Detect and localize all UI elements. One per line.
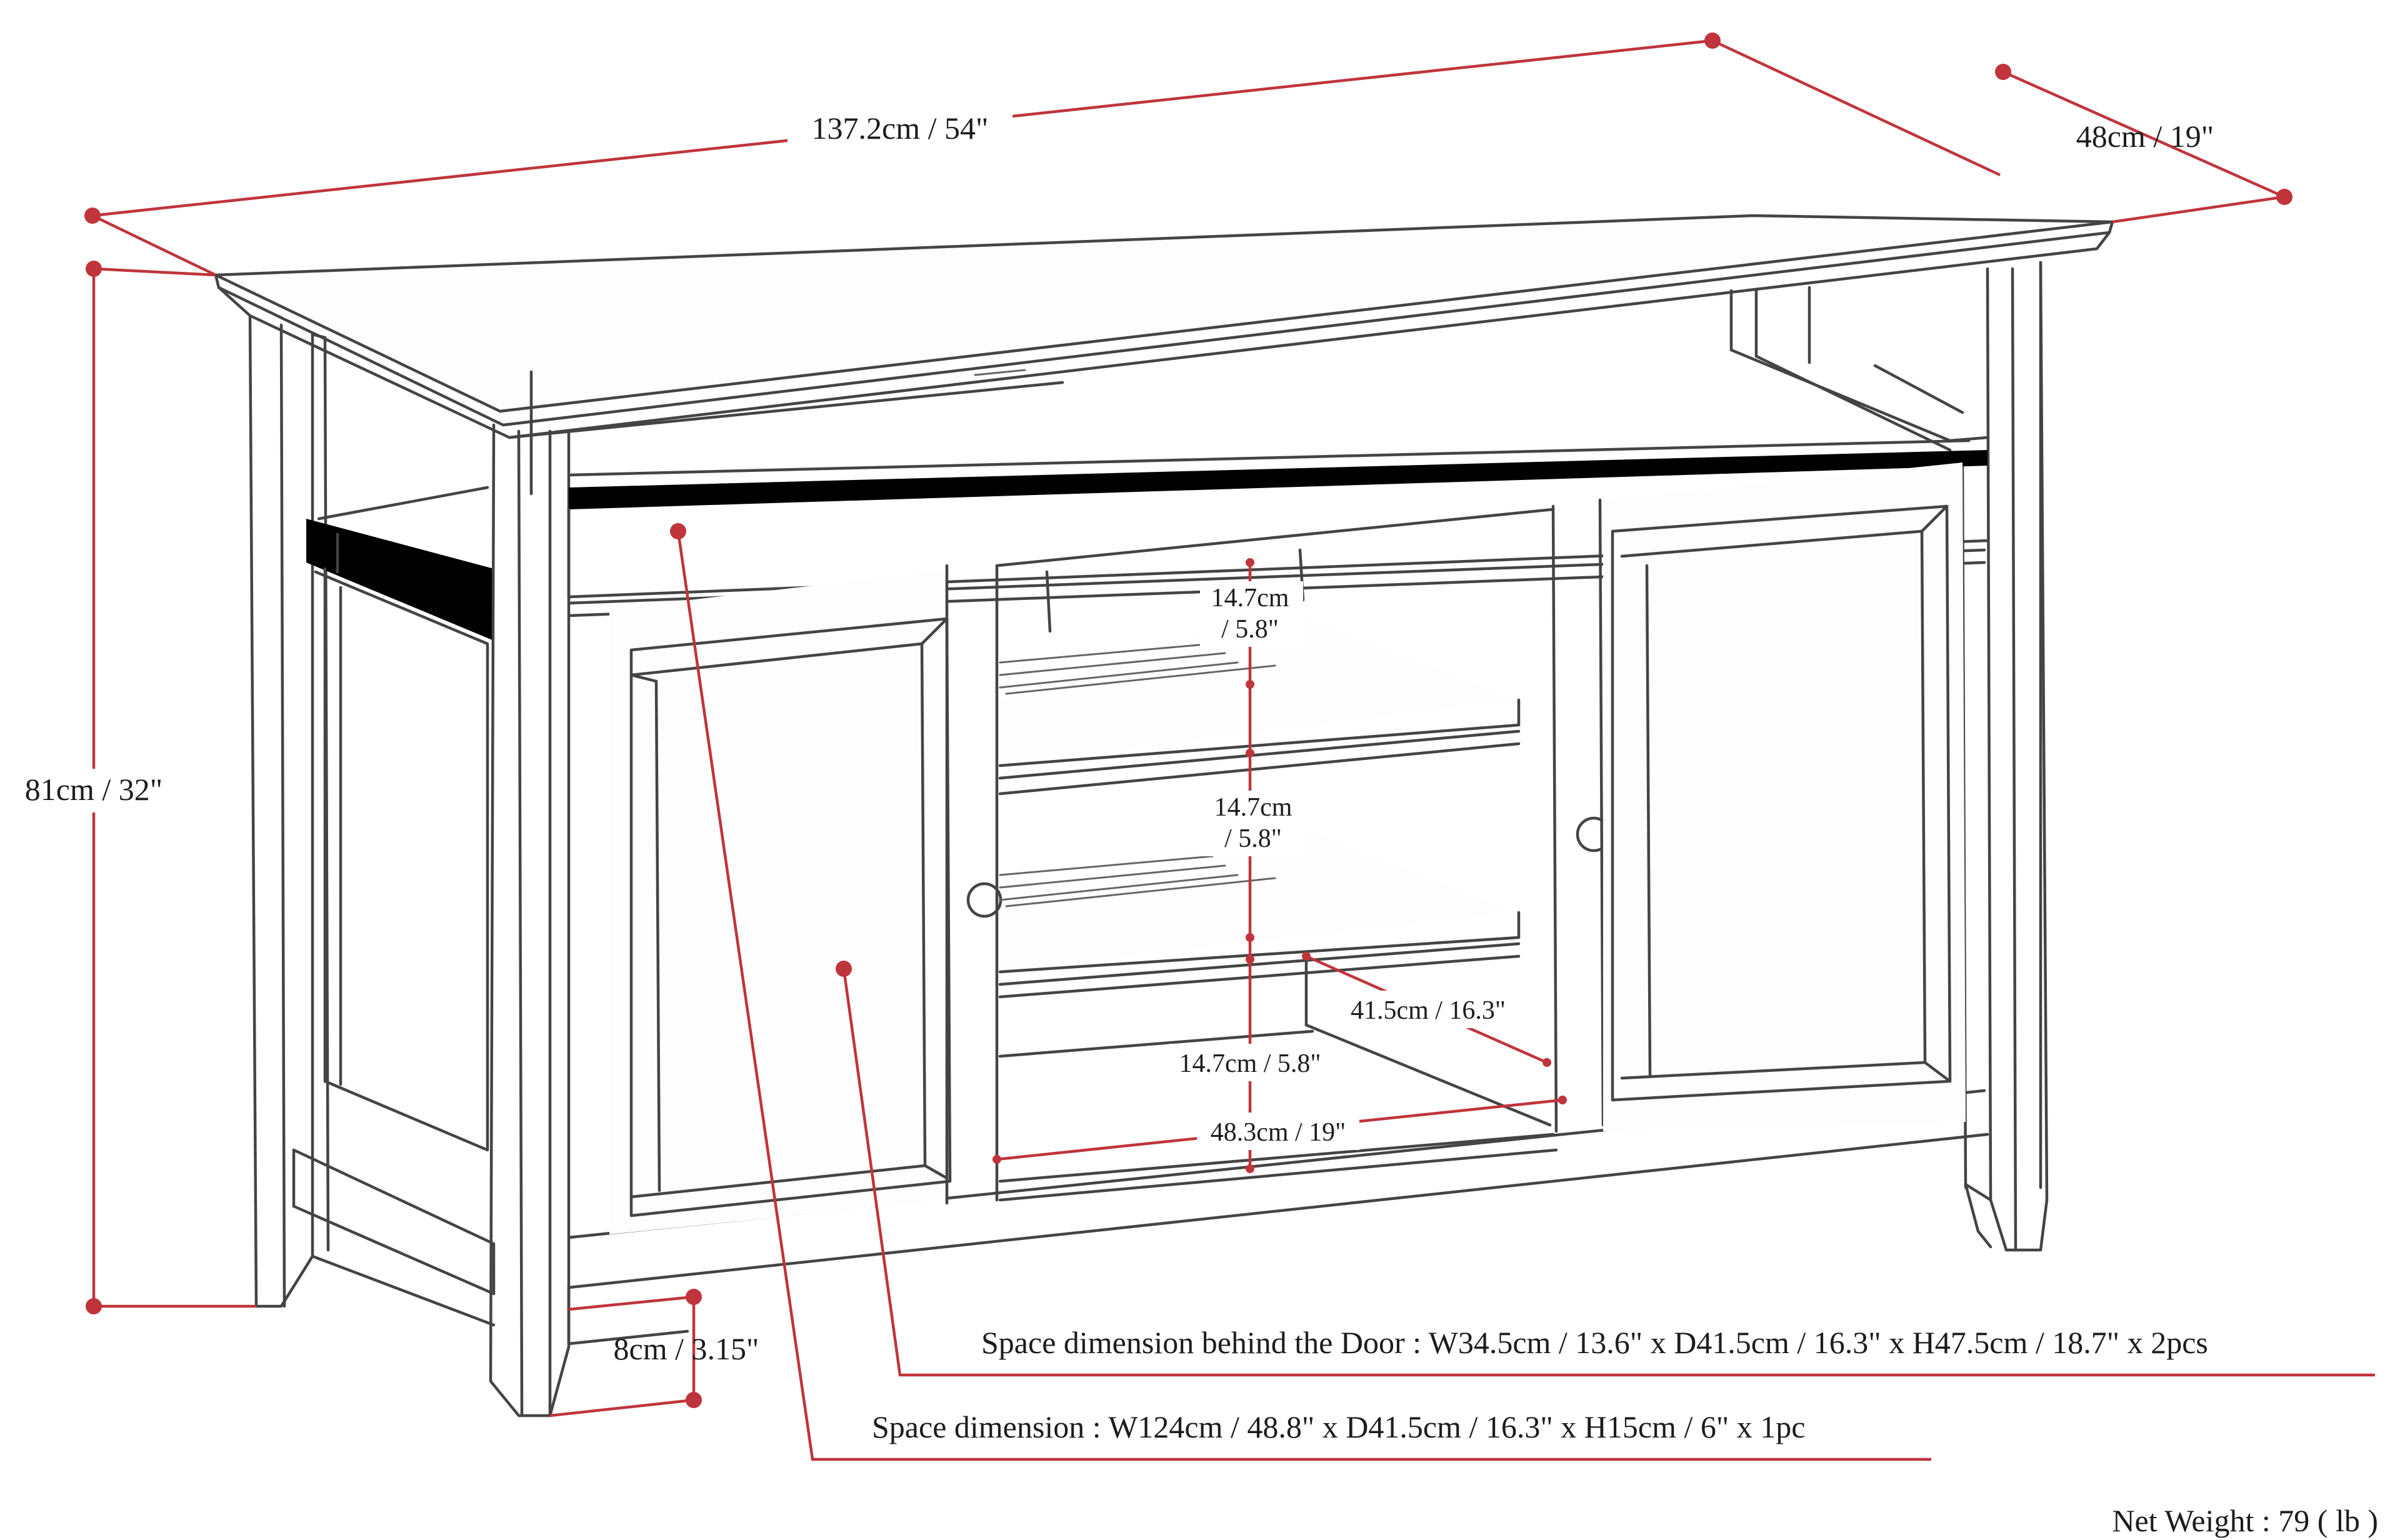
extension-line (549, 1398, 694, 1418)
shelf-gap-top-label-line2: / 5.8" (1221, 615, 1279, 644)
leg-height-label: 8cm / 3.15" (614, 1331, 759, 1366)
dimension-tick (1246, 749, 1254, 758)
door-space-note: Space dimension behind the Door : W34.5c… (981, 1325, 2208, 1360)
door-space-leader (842, 968, 2375, 1377)
left-door (609, 570, 952, 1234)
tv-stand-drawing (214, 214, 2114, 1418)
left-front-post (489, 423, 571, 1418)
shelf-depth-label: 41.5cm / 16.3" (1351, 996, 1506, 1025)
dimension-tick (1246, 680, 1254, 689)
overall-depth-label: 48cm / 19" (2076, 119, 2214, 154)
open-space-leader (676, 531, 1931, 1461)
right-front-post (1961, 261, 2049, 1252)
right-door (1603, 462, 1966, 1131)
dimension-tick (1558, 1096, 1567, 1104)
net-weight-note: Net Weight : 79 ( lb ) (2112, 1503, 2378, 1538)
extension-line (2112, 195, 2285, 224)
callout-dot (836, 961, 852, 977)
center-left-post (945, 564, 1002, 1205)
right-back-rail (1729, 286, 1989, 452)
dimension-tick (992, 1155, 1001, 1164)
dimension-tick (1246, 955, 1254, 964)
open-space-note: Space dimension : W124cm / 48.8" x D41.5… (872, 1409, 1805, 1444)
notes: Space dimension behind the Door : W34.5c… (872, 1325, 2378, 1538)
dimension-tick (1542, 1058, 1551, 1067)
dimension-tick (1246, 558, 1254, 567)
center-right-post (1551, 498, 1612, 1133)
center-open-cabinet (995, 508, 1558, 1202)
top-slab (214, 214, 2114, 439)
dimension-tick (1246, 933, 1254, 942)
depth-dimension-line (2002, 70, 2285, 199)
overall-width-label: 137.2cm / 54" (812, 111, 989, 146)
extension-line (92, 214, 216, 277)
dimension-tick (1302, 952, 1311, 961)
dimension-endpoint (1995, 64, 2011, 80)
extension-line (1712, 39, 2001, 177)
shelf-gap-middle-label-line1: 14.7cm (1214, 793, 1292, 822)
dimension-tick (1246, 1164, 1254, 1173)
shelf-gap-top-label-line1: 14.7cm (1211, 584, 1289, 612)
left-side-panel (248, 314, 496, 1327)
dimension-labels: 137.2cm / 54" 48cm / 19" 81cm / 32" 8cm … (12, 106, 2214, 1366)
shelf-gap-middle-label-line2: / 5.8" (1224, 824, 1282, 853)
extension-line (568, 1295, 694, 1311)
callout-dot (670, 523, 686, 539)
overall-height-label: 81cm / 32" (25, 772, 162, 807)
shelf-width-label: 48.3cm / 19" (1211, 1118, 1346, 1147)
extension-line (93, 267, 216, 277)
shelf-gap-bottom-label: 14.7cm / 5.8" (1179, 1049, 1321, 1078)
